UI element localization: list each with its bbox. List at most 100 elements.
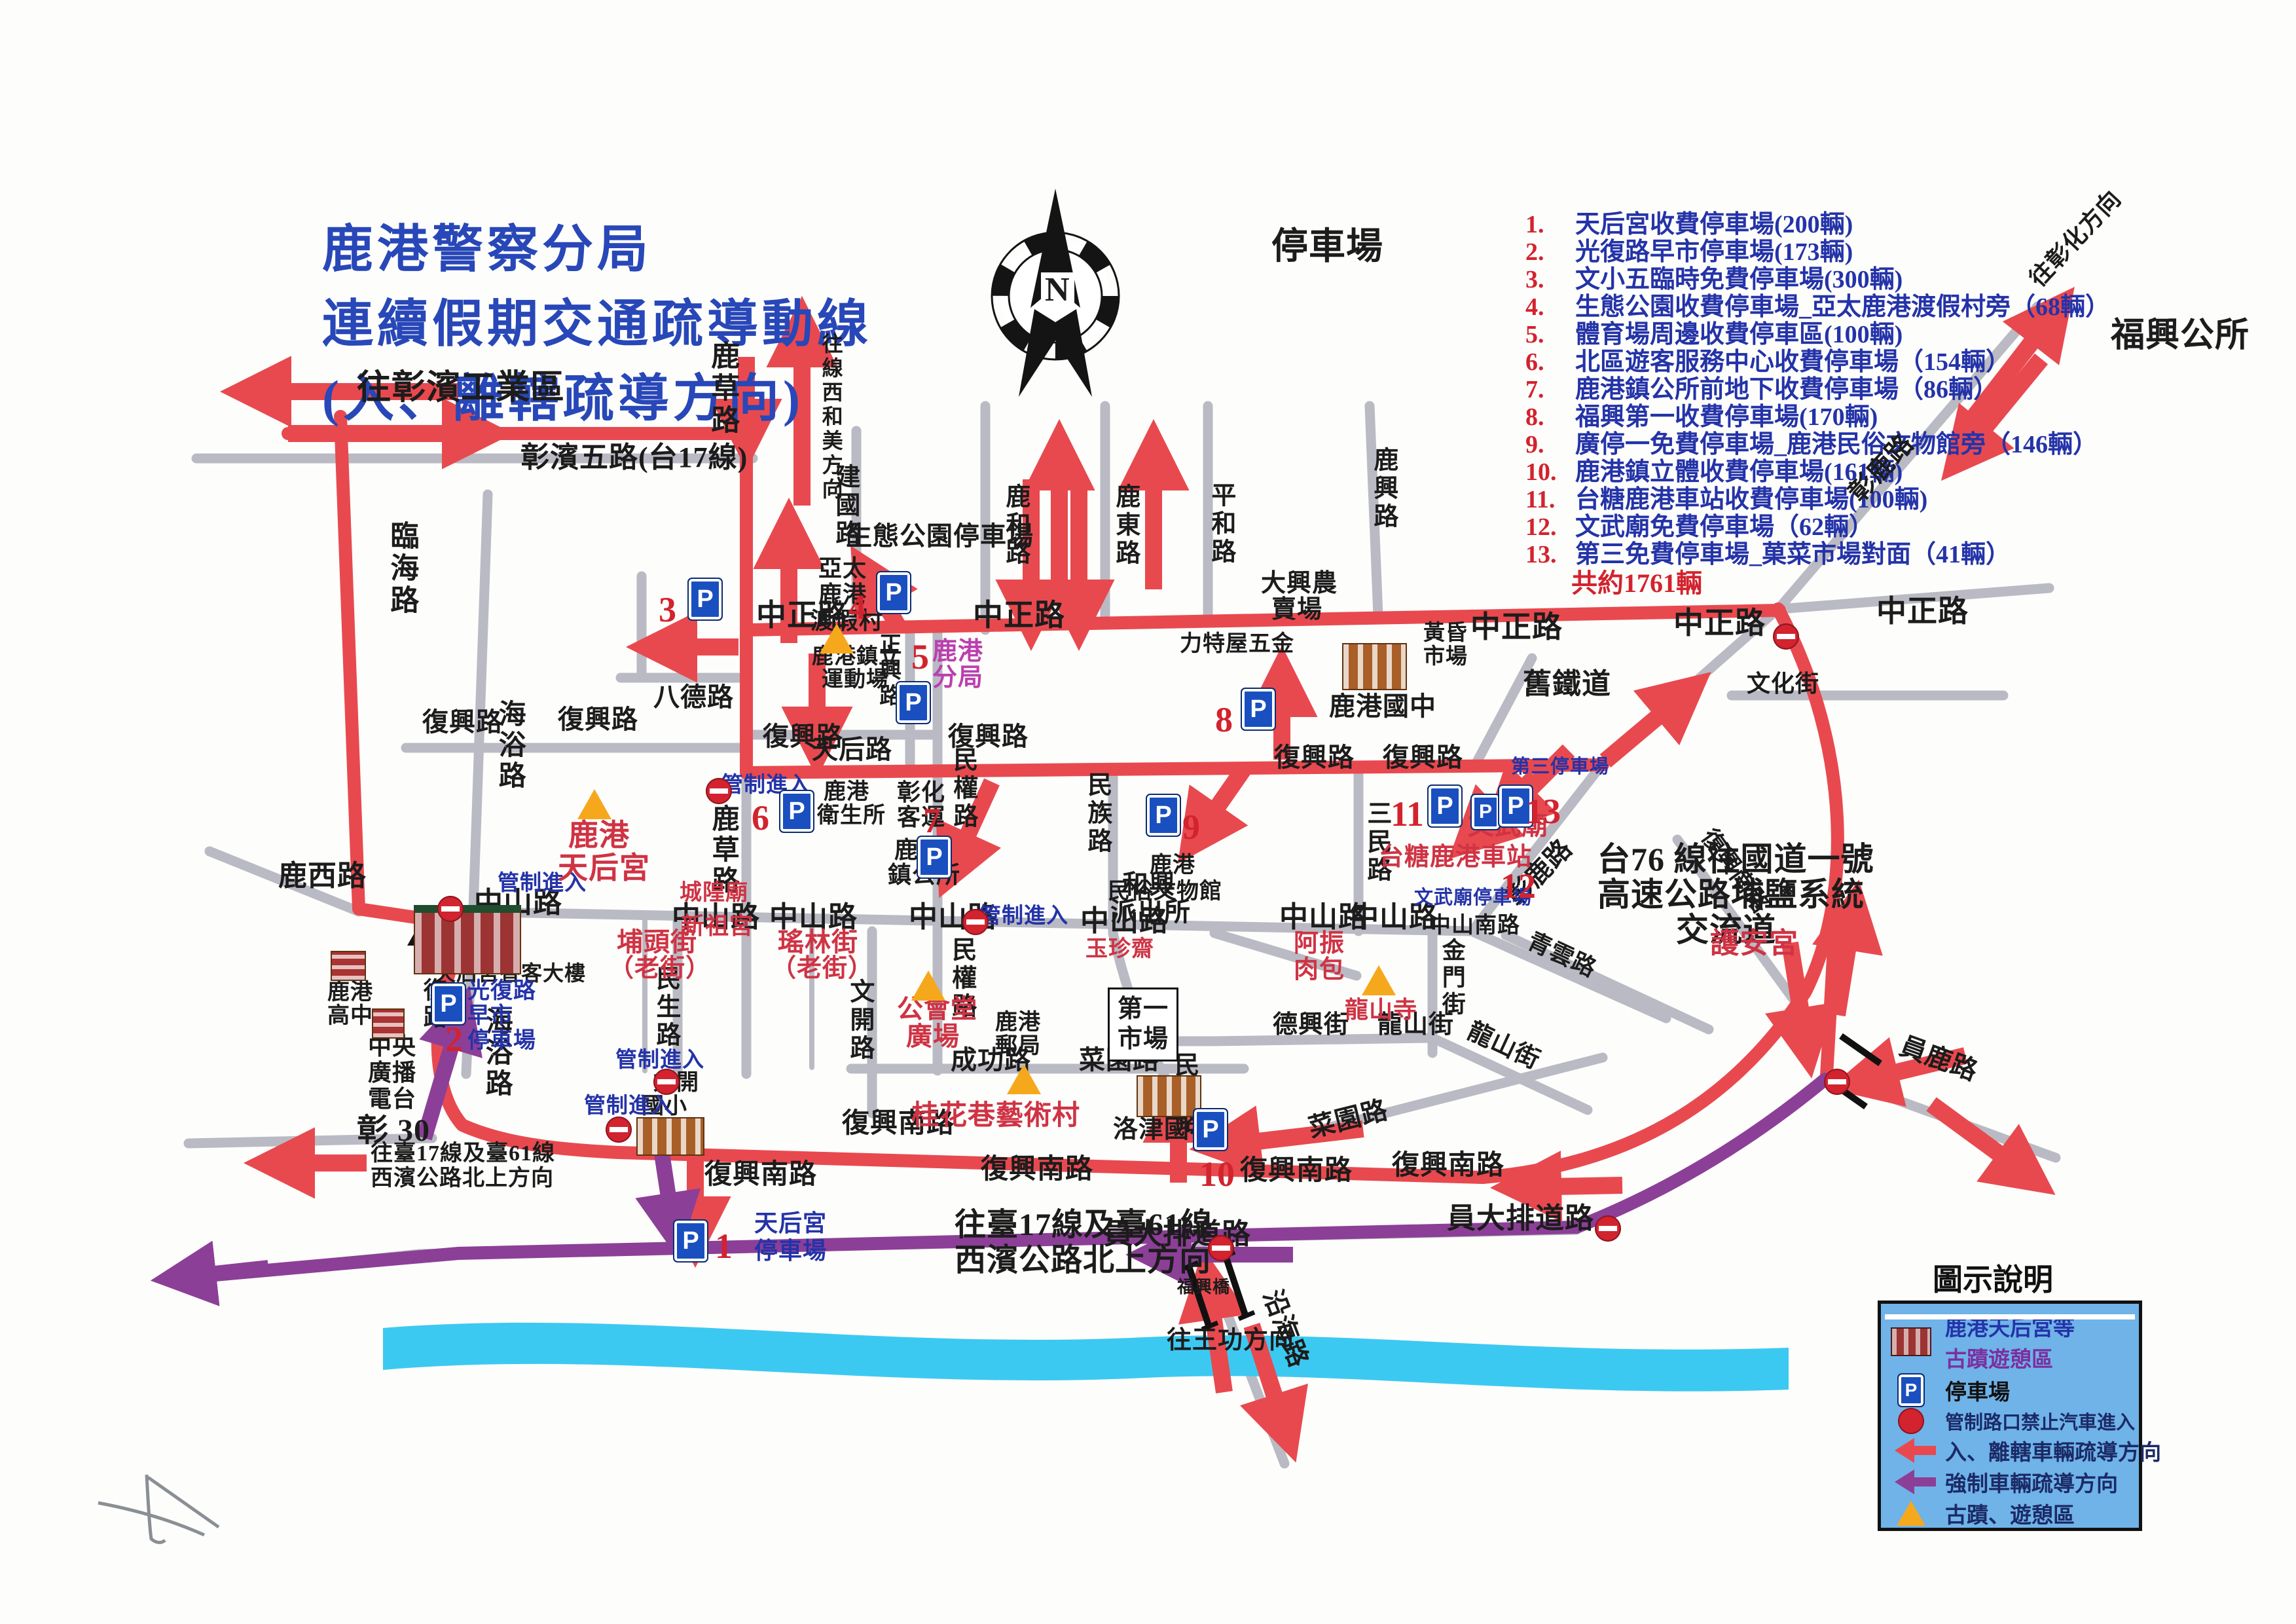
legend-heritage-line1: 鹿港天后宮等 bbox=[1945, 1317, 2075, 1340]
parking-list-item: 6.北區遊客服務中心收費停車場（154輛） bbox=[1525, 348, 2110, 376]
parking-number-6: 6 bbox=[752, 798, 769, 838]
parking-icon-5: P bbox=[896, 681, 931, 724]
map-label: 文化街 bbox=[1747, 671, 1820, 697]
map-label: 中山路 bbox=[769, 901, 858, 933]
parking-number-3: 3 bbox=[659, 590, 676, 629]
map-label: N bbox=[1041, 272, 1074, 308]
no-entry-icon bbox=[1595, 1215, 1621, 1242]
map-label: 管制進入 bbox=[615, 1048, 704, 1072]
legend-title: 圖示說明 bbox=[1933, 1263, 2053, 1297]
map-label: 青雲路 bbox=[1523, 927, 1601, 982]
map-label: 民權路 bbox=[949, 747, 977, 831]
river bbox=[383, 1322, 1789, 1392]
map-label: 市場 bbox=[1423, 645, 1468, 669]
heritage-triangle-icon bbox=[1007, 1064, 1041, 1094]
parking-list-item: 7.鹿港鎮公所前地下收費停車場（86輛） bbox=[1525, 376, 2110, 403]
parking-list-number: 13. bbox=[1525, 541, 1557, 568]
map-label: 龍山寺 bbox=[1345, 997, 1418, 1023]
purple-route bbox=[187, 1073, 1832, 1283]
map-label: 復興路 bbox=[948, 722, 1029, 751]
legend-row-parking: P 停車場 bbox=[1886, 1373, 2134, 1407]
map-label: （老街） bbox=[771, 955, 874, 982]
map-label: 舊鐵道 bbox=[1523, 668, 1611, 700]
temple-building-icon bbox=[414, 905, 521, 974]
map-label: 鹿港 bbox=[327, 980, 373, 1005]
map-label: 復興路 bbox=[763, 722, 843, 751]
parking-number-5: 5 bbox=[911, 637, 929, 676]
map-label: 德興街 bbox=[1273, 1011, 1350, 1039]
parking-number-13: 13 bbox=[1525, 792, 1561, 831]
parking-list-item: 3.文小五臨時免費停車場(300輛) bbox=[1525, 266, 2110, 293]
map-label: 生態公園停車場 bbox=[846, 521, 1034, 551]
map-label: 分局 bbox=[932, 664, 984, 692]
parking-list-text: 台糖鹿港車站收費停車場(100輛) bbox=[1575, 486, 1928, 513]
map-label: 彰濱五路(台17線) bbox=[520, 441, 748, 473]
map-label: 平和路 bbox=[1207, 482, 1235, 566]
map-label: 民權路 bbox=[947, 936, 975, 1021]
no-entry-icon bbox=[606, 1116, 632, 1143]
parking-list-text: 天后宮收費停車場(200輛) bbox=[1575, 211, 1853, 238]
legend-row-heritage-zone: 古蹟、遊憩區 bbox=[1886, 1498, 2134, 1529]
parking-icon-10: P bbox=[1193, 1108, 1228, 1151]
legend-no-entry-label: 管制路口禁止汽車進入 bbox=[1945, 1412, 2136, 1433]
map-label: 鹿興路 bbox=[1369, 447, 1397, 531]
parking-icon-7: P bbox=[917, 836, 952, 879]
parking-list-text: 光復路早市停車場(173輛) bbox=[1575, 238, 1853, 266]
triangle-icon bbox=[1897, 1501, 1925, 1526]
parking-list-number: 7. bbox=[1525, 376, 1544, 403]
map-label: 往彰化方向 bbox=[2024, 185, 2126, 292]
map-label: 復興南路 bbox=[1240, 1156, 1353, 1186]
map-label: 中山南路 bbox=[1429, 913, 1520, 938]
parking-list-number: 2. bbox=[1525, 238, 1544, 266]
parking-list-text: 文小五臨時免費停車場(300輛) bbox=[1575, 266, 1903, 293]
heritage-triangle-icon bbox=[911, 970, 945, 1001]
map-label: 賣場 bbox=[1271, 596, 1323, 623]
heritage-triangle-icon bbox=[577, 789, 611, 819]
map-label: 往臺17線及臺61線 bbox=[955, 1208, 1213, 1242]
map-label: 高中 bbox=[327, 1004, 373, 1028]
map-label: 海浴路 bbox=[481, 1007, 512, 1099]
map-label: 鹿草路 bbox=[706, 341, 739, 437]
legend-heritage-zone-label: 古蹟、遊憩區 bbox=[1945, 1504, 2075, 1528]
map-label: 復興路 bbox=[1274, 743, 1355, 772]
map-label: 鹿西路 bbox=[278, 860, 367, 892]
pencil-scribble bbox=[98, 1474, 220, 1544]
map-label: 往臺17線及臺61線 bbox=[371, 1141, 555, 1166]
map-label: 福興公所 bbox=[2111, 317, 2250, 354]
map-label: 鹿草路 bbox=[708, 804, 738, 896]
map-label: 復興路 bbox=[422, 707, 503, 737]
no-entry-icon bbox=[1208, 1235, 1234, 1261]
parking-icon: P bbox=[1897, 1373, 1925, 1407]
map-label: 護安宮 bbox=[1710, 927, 1798, 959]
map-label: 管制進入 bbox=[979, 904, 1068, 928]
parking-total: 共約1761輛 bbox=[1571, 568, 1702, 598]
map-label: 鹿港 bbox=[995, 1010, 1041, 1035]
heritage-triangle-icon bbox=[820, 623, 854, 654]
parking-number-10: 10 bbox=[1199, 1154, 1235, 1194]
parking-list-item: 13.第三免費停車場_菓菜市場對面（41輛） bbox=[1525, 541, 2110, 568]
parking-list-number: 4. bbox=[1525, 293, 1544, 321]
heritage-building-icon bbox=[1891, 1327, 1931, 1356]
parking-number-12: 12 bbox=[1501, 866, 1536, 906]
parking-list-number: 11. bbox=[1525, 486, 1556, 513]
parking-list-title: 停車場 bbox=[1271, 227, 1383, 267]
map-label: 廣場 bbox=[906, 1022, 960, 1051]
tower-building-icon bbox=[372, 1008, 405, 1039]
parking-icon-8: P bbox=[1241, 688, 1276, 731]
map-label: 停車場 bbox=[467, 1029, 536, 1053]
map-label: 桂花巷藝術村 bbox=[911, 1101, 1081, 1131]
parking-number-8: 8 bbox=[1215, 700, 1233, 739]
map-label: 玉珍齋 bbox=[1085, 937, 1154, 961]
map-label: 民俗文物館 bbox=[1108, 879, 1222, 904]
map-label: 管制進入 bbox=[498, 872, 587, 895]
no-entry-icon bbox=[1824, 1069, 1850, 1095]
legend-row-heritage: 鹿港天后宮等 古蹟遊憩區 bbox=[1886, 1310, 2134, 1373]
map-label: 郵局 bbox=[995, 1034, 1041, 1058]
map-label: 瑤林街 bbox=[778, 927, 858, 957]
legend-row-red-arrow: 入、離轄車輛疏導方向 bbox=[1886, 1435, 2161, 1466]
parking-number-7: 7 bbox=[923, 801, 941, 840]
school-building-icon bbox=[636, 1117, 704, 1156]
map-label: 西濱公路北上方向 bbox=[371, 1166, 554, 1190]
no-entry-icon bbox=[653, 1069, 680, 1095]
